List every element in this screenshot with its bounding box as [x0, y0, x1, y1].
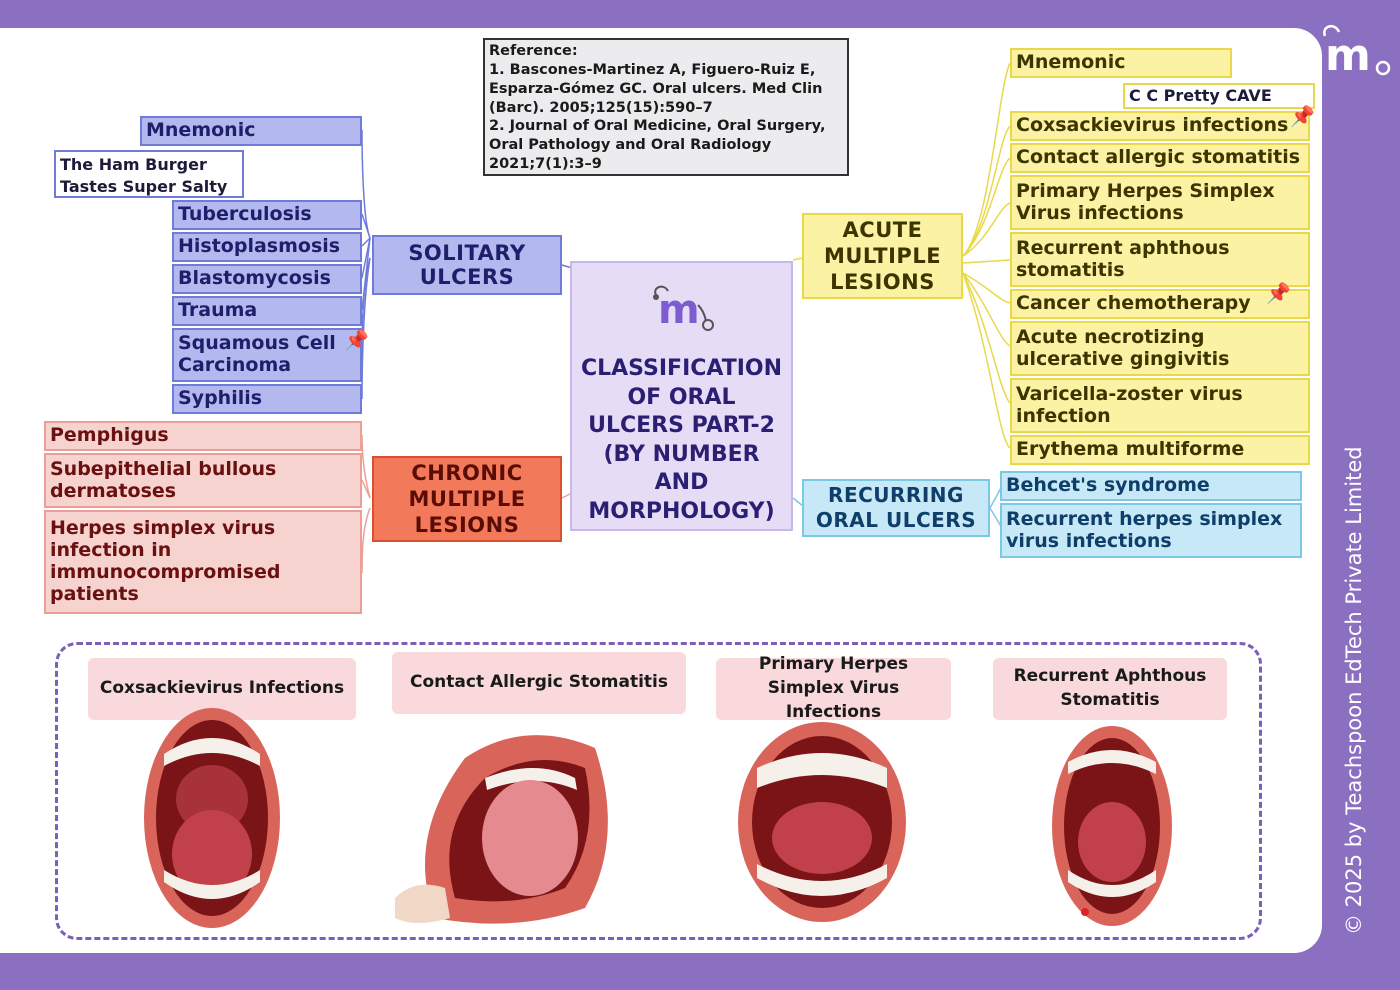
recurring-oral-ulcers-hub: RECURRING ORAL ULCERS [802, 479, 990, 537]
solitary-item-scc: Squamous Cell Carcinoma [172, 328, 362, 382]
copyright-text: © 2025 by Teachspoon EdTech Private Limi… [1342, 446, 1366, 935]
recurring-item-behcet: Behcet's syndrome [1000, 471, 1302, 501]
mnemonic-line: The Ham Burger [60, 155, 207, 174]
center-title: CLASSIFICATION OF ORAL ULCERS PART-2 (BY… [580, 356, 783, 524]
illustration-caption: Recurrent Aphthous Stomatitis [993, 658, 1227, 720]
solitary-item-syphilis: Syphilis [172, 384, 362, 414]
reference-box: Reference: 1. Bascones-Martinez A, Figue… [483, 38, 849, 176]
medistudygo-logo-icon: m [648, 281, 718, 337]
illustration-caption: Primary Herpes Simplex Virus Infections [716, 654, 951, 722]
solitary-item-trauma: Trauma [172, 296, 362, 326]
mnemonic-line: Tastes Super Salty [60, 176, 228, 196]
reference-line: 2. Journal of Oral Medicine, Oral Surger… [489, 118, 826, 135]
solitary-item-tuberculosis: Tuberculosis [172, 200, 362, 230]
pin-icon: 📌 [344, 328, 369, 352]
chronic-item-subepithelial: Subepithelial bullous dermatoses [44, 453, 362, 508]
acute-item-primary-hsv: Primary Herpes Simplex Virus infections [1010, 175, 1310, 230]
chronic-multiple-lesions-hub: CHRONIC MULTIPLE LESIONS [372, 456, 562, 542]
reference-line: Esparza-Gómez GC. Oral ulcers. Med Clin [489, 80, 823, 97]
acute-item-erythema-multiforme: Erythema multiforme [1010, 435, 1310, 465]
reference-heading: Reference: [489, 43, 578, 59]
illustration-caption: Contact Allergic Stomatitis [392, 652, 686, 714]
pin-icon: 📌 [1290, 104, 1315, 128]
solitary-mnemonic-label: Mnemonic [140, 116, 362, 146]
acute-item-anug: Acute necrotizing ulcerative gingivitis [1010, 321, 1310, 376]
reference-line: 2021;7(1):3–9 [489, 156, 602, 173]
acute-mnemonic-label: Mnemonic [1010, 48, 1232, 78]
solitary-mnemonic-text: The Ham Burger Tastes Super Salty [54, 150, 244, 198]
recurring-item-recurrent-hsv: Recurrent herpes simplex virus infection… [1000, 503, 1302, 558]
chronic-item-pemphigus: Pemphigus [44, 421, 362, 451]
acute-mnemonic-text: C C Pretty CAVE [1123, 83, 1315, 109]
mind-map-page: Reference: 1. Bascones-Martinez A, Figue… [0, 28, 1322, 953]
solitary-item-histoplasmosis: Histoplasmosis [172, 232, 362, 262]
medistudygo-logo-icon: m [1315, 20, 1395, 81]
svg-text:m: m [1325, 30, 1371, 80]
open-mouth-illustration [1052, 726, 1172, 926]
center-node: m CLASSIFICATION OF ORAL ULCERS PART-2 (… [570, 261, 793, 531]
reference-line: (Barc). 2005;125(15):590–7 [489, 99, 713, 116]
acute-item-varicella-zoster: Varicella-zoster virus infection [1010, 378, 1310, 433]
illustration-panel [55, 642, 1262, 940]
reference-line: 1. Bascones-Martinez A, Figuero-Ruiz E, [489, 61, 816, 78]
reference-line: Oral Pathology and Oral Radiology [489, 137, 772, 154]
acute-multiple-lesions-hub: ACUTE MULTIPLE LESIONS [802, 213, 963, 299]
solitary-ulcers-hub: SOLITARY ULCERS [372, 235, 562, 295]
acute-item-contact-allergic: Contact allergic stomatitis [1010, 143, 1310, 173]
pin-icon: 📌 [1266, 281, 1291, 305]
open-mouth-illustration [144, 708, 280, 928]
acute-item-coxsackievirus: Coxsackievirus infections [1010, 111, 1310, 141]
chronic-item-hsv-immunocompromised: Herpes simplex virus infection in immuno… [44, 510, 362, 614]
acute-item-recurrent-aphthous: Recurrent aphthous stomatitis [1010, 232, 1310, 287]
solitary-item-blastomycosis: Blastomycosis [172, 264, 362, 294]
illustration-caption: Coxsackievirus Infections [88, 658, 356, 720]
acute-item-cancer-chemotherapy: Cancer chemotherapy [1010, 289, 1310, 319]
svg-text:m: m [658, 287, 700, 333]
open-mouth-illustration [738, 722, 906, 922]
tongue-illustration [395, 735, 608, 924]
